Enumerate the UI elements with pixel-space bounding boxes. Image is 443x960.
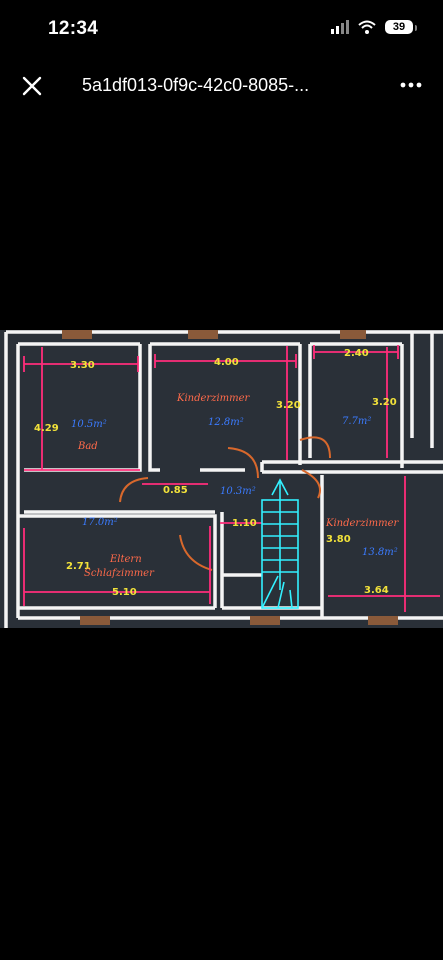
floor-plan-drawing: 3.30 4.00 2.40 4.29 3.20 3.20 0.85 1.10 … (0, 330, 443, 628)
room-labels: Bad Kinderzimmer Kinderzimmer Eltern Sch… (77, 393, 400, 579)
signal-icon (331, 20, 349, 34)
area-bad: 10.5m² (71, 419, 107, 430)
dimension-labels: 3.30 4.00 2.40 4.29 3.20 3.20 0.85 1.10 … (34, 348, 397, 598)
dim-kinder2-height: 3.80 (326, 534, 351, 545)
dim-eltern-width: 5.10 (112, 587, 137, 598)
area-eltern: 17.0m² (82, 517, 118, 528)
area-kinder2: 13.8m² (362, 547, 398, 558)
dim-hall-width: 1.10 (232, 518, 257, 529)
dim-kinder1-height: 3.20 (276, 400, 301, 411)
status-icons: 39 (331, 20, 417, 34)
room-bad: Bad (77, 441, 98, 452)
battery-icon: 39 (385, 20, 417, 34)
close-button[interactable] (18, 72, 46, 100)
close-icon (22, 76, 42, 96)
room-eltern-line2: Schlafzimmer (84, 568, 155, 579)
windows (62, 330, 398, 625)
floor-plan-photo: 3.30 4.00 2.40 4.29 3.20 3.20 0.85 1.10 … (0, 330, 443, 628)
status-bar: 12:34 39 (0, 0, 443, 60)
dim-door-width: 0.85 (163, 485, 188, 496)
room-kinder1: Kinderzimmer (176, 393, 251, 404)
area-kinder1: 12.8m² (208, 417, 244, 428)
room-eltern-line1: Eltern (109, 554, 142, 565)
area-small-room: 7.7m² (342, 416, 371, 427)
status-time: 12:34 (48, 18, 99, 39)
door-swings (119, 436, 331, 571)
room-kinder2: Kinderzimmer (325, 518, 400, 529)
file-title: 5a1df013-0f9c-42c0-8085-... (82, 75, 310, 95)
area-labels: 10.5m² 12.8m² 7.7m² 10.3m² 17.0m² 13.8m² (71, 416, 398, 558)
dim-small-room-width: 2.40 (344, 348, 369, 359)
dim-eltern-height: 2.71 (66, 561, 91, 572)
dim-bad-width: 3.30 (70, 360, 95, 371)
dim-kinder1-width: 4.00 (214, 357, 239, 368)
dim-bad-height: 4.29 (34, 423, 59, 434)
more-button[interactable] (399, 75, 423, 95)
dimension-lines (23, 345, 440, 612)
viewer-top-bar: 5a1df013-0f9c-42c0-8085-... (0, 62, 443, 110)
dim-kinder2-width: 3.64 (364, 585, 389, 596)
more-icon (400, 82, 422, 88)
dim-small-room-height: 3.20 (372, 397, 397, 408)
wifi-icon (358, 20, 376, 34)
staircase (261, 478, 299, 609)
area-hall: 10.3m² (220, 486, 256, 497)
